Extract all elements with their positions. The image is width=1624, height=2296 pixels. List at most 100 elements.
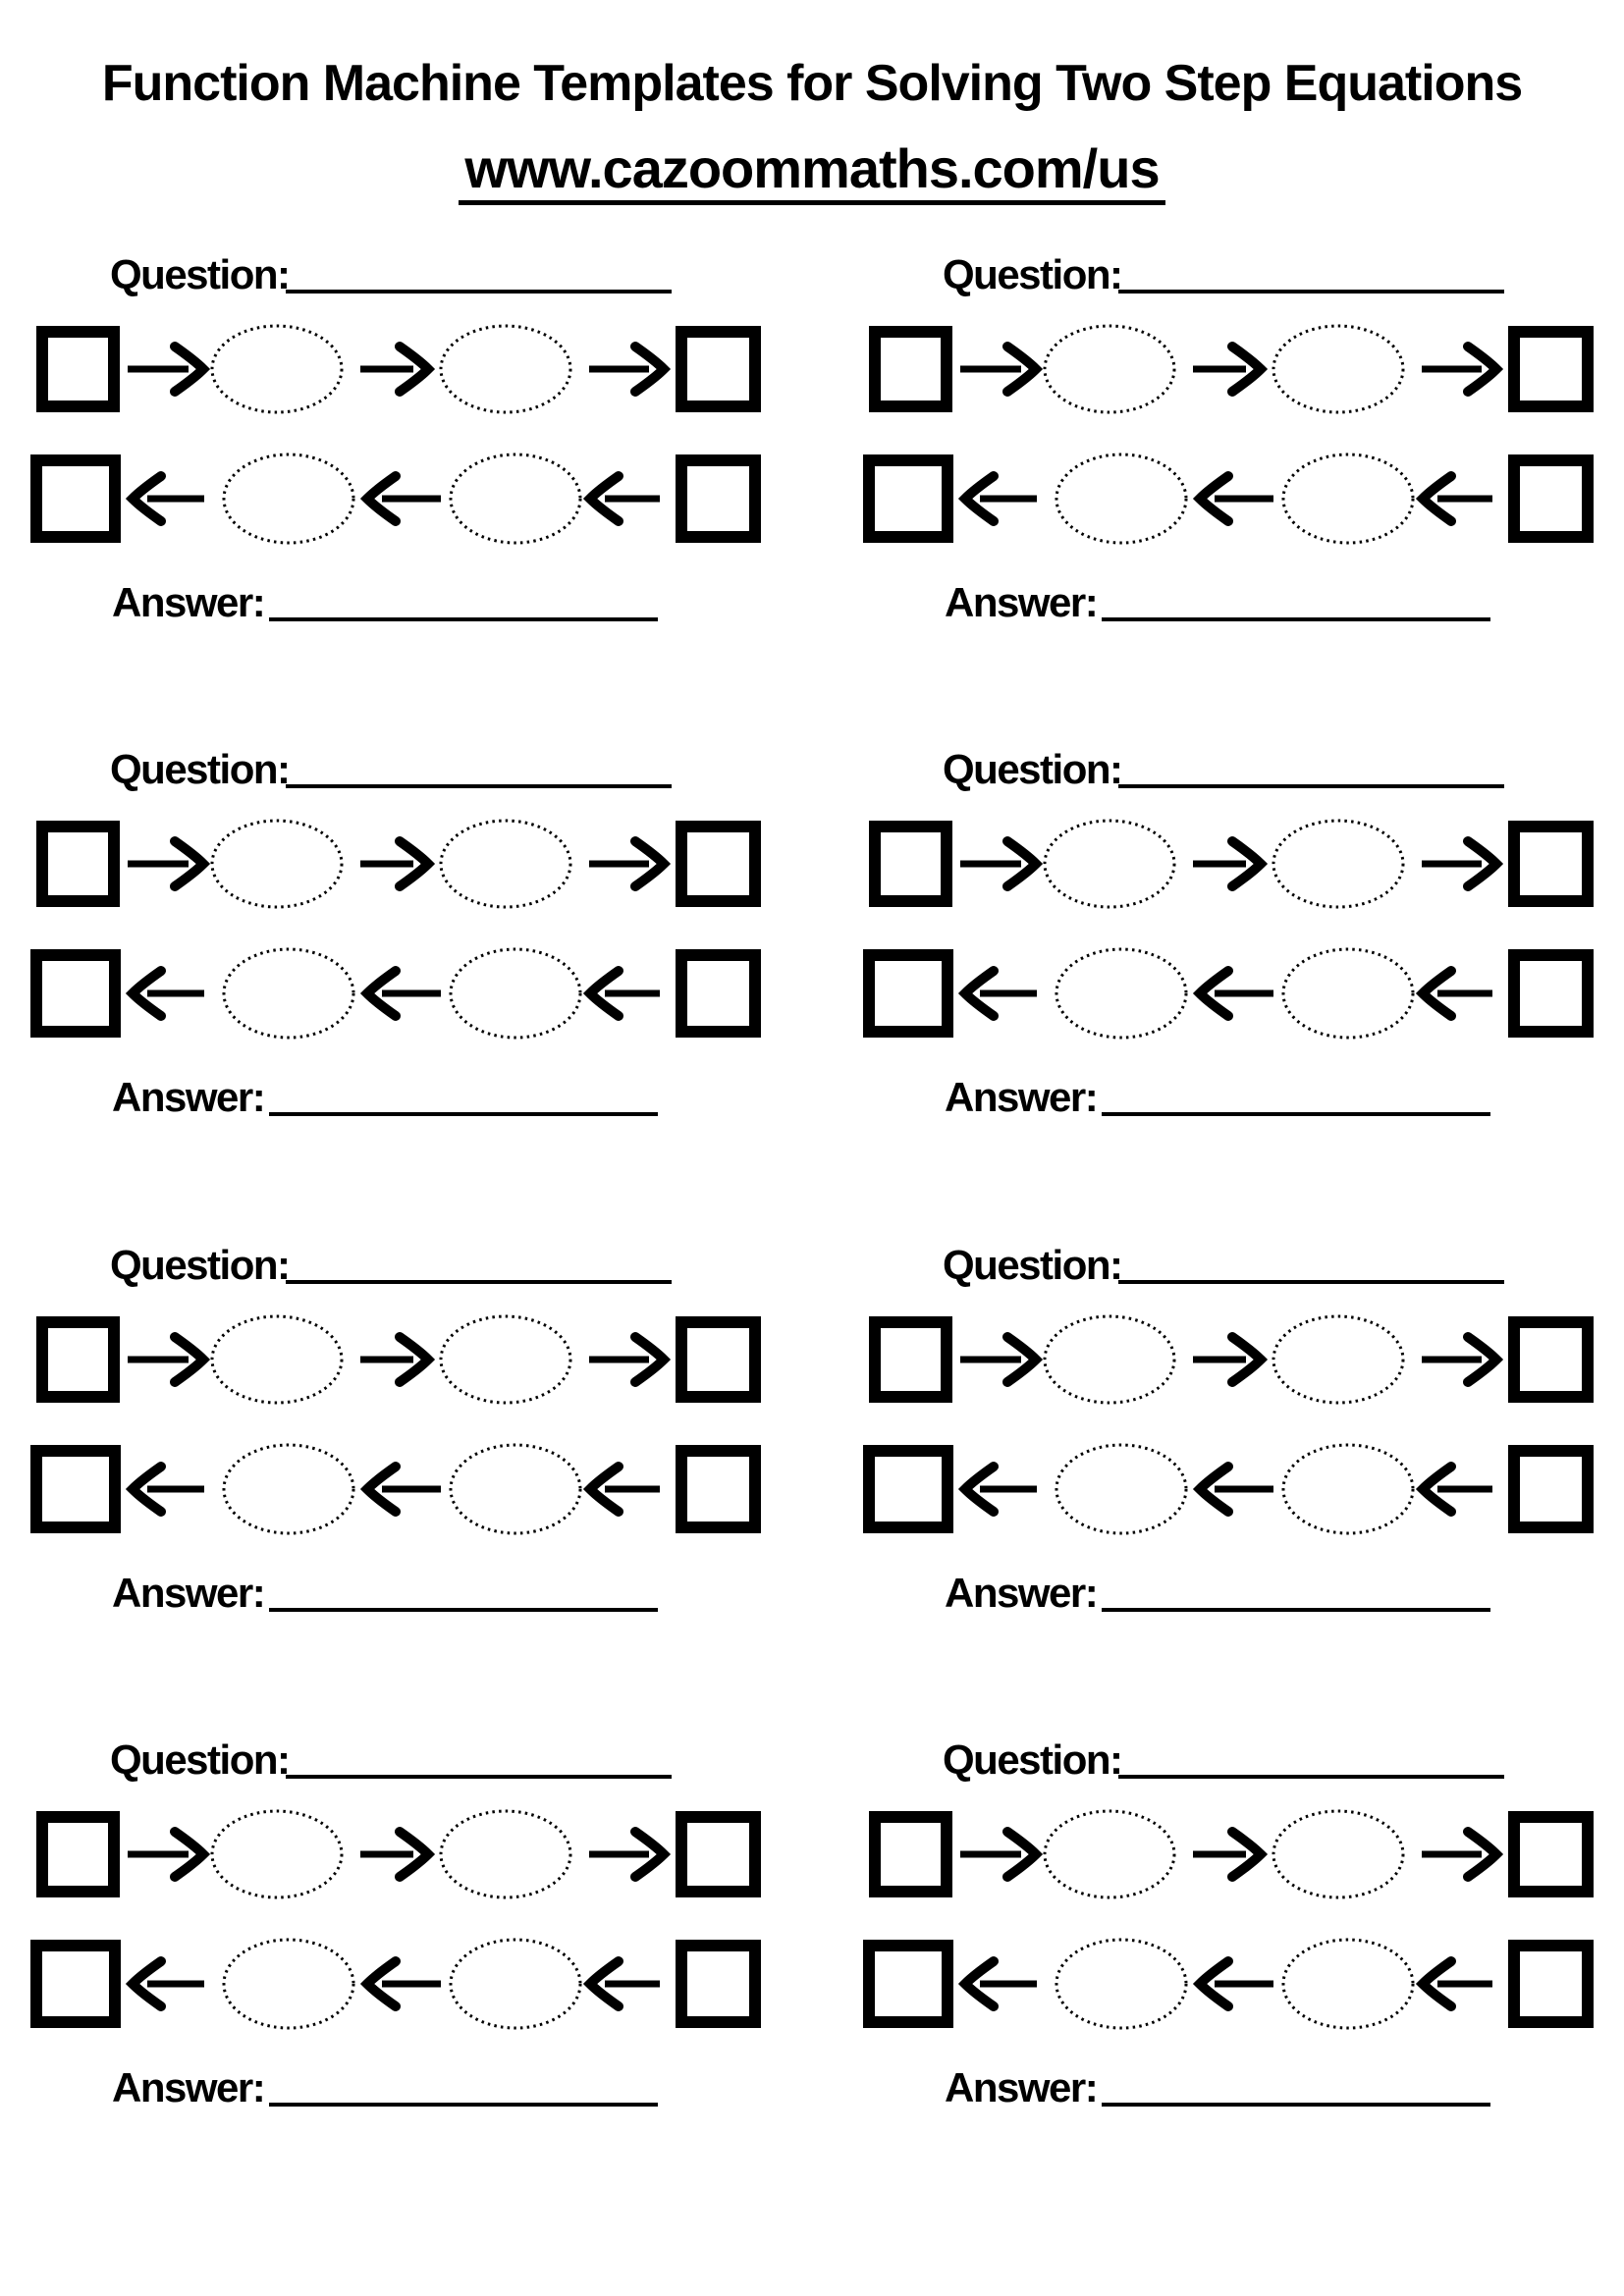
operation-ellipse [1055, 453, 1188, 545]
machine-backward-row [30, 947, 761, 1040]
output-box [863, 454, 953, 543]
arrow-right-icon [128, 836, 211, 891]
operation-ellipse [1281, 947, 1415, 1040]
arrow-left-icon [1192, 1462, 1273, 1517]
answer-label: Answer: [945, 1570, 1099, 1616]
input-box [869, 326, 952, 412]
input-box [676, 454, 761, 543]
arrow-right-icon [960, 836, 1044, 891]
arrow-left-icon [125, 966, 204, 1021]
machine-backward-row [863, 947, 1594, 1040]
question-blank-line [286, 1280, 672, 1284]
input-box [676, 949, 761, 1038]
question-blank-line [286, 1775, 672, 1779]
operation-ellipse [1281, 1938, 1415, 2030]
operation-ellipse [222, 453, 355, 545]
arrow-left-icon [582, 1462, 660, 1517]
output-box [1508, 326, 1594, 412]
arrow-right-icon [589, 836, 672, 891]
output-box [676, 821, 761, 907]
operation-ellipse [1272, 1314, 1405, 1405]
input-box [676, 1940, 761, 2028]
question-label: Question: [943, 251, 1123, 297]
output-box [30, 1940, 121, 2028]
operation-ellipse [1272, 819, 1405, 909]
operation-ellipse [449, 1443, 582, 1535]
operation-ellipse [1281, 453, 1415, 545]
operation-ellipse [210, 324, 344, 414]
operation-ellipse [1055, 947, 1188, 1040]
question-blank-line [1118, 1775, 1504, 1779]
arrow-right-icon [1193, 1332, 1269, 1387]
input-box [1508, 454, 1594, 543]
arrow-right-icon [960, 342, 1044, 397]
operation-ellipse [1043, 1314, 1176, 1405]
page-title: Function Machine Templates for Solving T… [101, 55, 1523, 112]
output-box [1508, 1811, 1594, 1897]
answer-blank-line [269, 2103, 658, 2107]
arrow-left-icon [1415, 471, 1492, 526]
operation-ellipse [1055, 1938, 1188, 2030]
machine-forward-row [36, 819, 761, 909]
operation-ellipse [1043, 1809, 1176, 1899]
arrow-left-icon [359, 1462, 441, 1517]
question-label: Question: [110, 1736, 291, 1783]
output-box [676, 1316, 761, 1403]
output-box [30, 1445, 121, 1533]
answer-label: Answer: [945, 1074, 1099, 1120]
arrow-right-icon [360, 836, 436, 891]
machine-backward-row [863, 1938, 1594, 2030]
question-blank-line [1118, 290, 1504, 294]
input-box [36, 821, 120, 907]
answer-label: Answer: [112, 579, 266, 625]
output-box [1508, 821, 1594, 907]
answer-blank-line [269, 617, 658, 621]
arrow-left-icon [957, 1956, 1037, 2011]
output-box [30, 949, 121, 1038]
arrow-left-icon [582, 966, 660, 1021]
operation-ellipse [1281, 1443, 1415, 1535]
arrow-right-icon [589, 342, 672, 397]
arrow-right-icon [1422, 342, 1504, 397]
arrow-right-icon [1193, 1827, 1269, 1882]
output-box [676, 326, 761, 412]
function-machine-template: Question: [860, 1242, 1595, 1629]
site-url-row: www.cazoommaths.com/us [0, 139, 1624, 205]
question-blank-line [286, 784, 672, 788]
machine-forward-row [36, 1809, 761, 1899]
answer-label: Answer: [112, 1074, 266, 1120]
answer-blank-line [1102, 1112, 1490, 1116]
operation-ellipse [439, 819, 572, 909]
function-machine-template: Question: [27, 1242, 762, 1629]
question-label: Question: [943, 1242, 1123, 1288]
operation-ellipse [222, 947, 355, 1040]
input-box [676, 1445, 761, 1533]
operation-ellipse [1043, 819, 1176, 909]
question-label: Question: [110, 746, 291, 792]
output-box [676, 1811, 761, 1897]
input-box [869, 1811, 952, 1897]
operation-ellipse [1043, 324, 1176, 414]
function-machine-template: Question: [27, 251, 762, 638]
input-box [1508, 1940, 1594, 2028]
arrow-left-icon [1415, 1462, 1492, 1517]
machine-backward-row [30, 453, 761, 545]
arrow-right-icon [128, 1332, 211, 1387]
answer-blank-line [269, 1608, 658, 1612]
operation-ellipse [439, 1809, 572, 1899]
input-box [36, 1316, 120, 1403]
operation-ellipse [1272, 324, 1405, 414]
operation-ellipse [210, 1809, 344, 1899]
site-url: www.cazoommaths.com/us [459, 139, 1165, 205]
operation-ellipse [210, 819, 344, 909]
input-box [1508, 949, 1594, 1038]
arrow-right-icon [128, 1827, 211, 1882]
output-box [1508, 1316, 1594, 1403]
arrow-right-icon [960, 1827, 1044, 1882]
machine-backward-row [863, 453, 1594, 545]
arrow-right-icon [360, 1332, 436, 1387]
machine-forward-row [36, 324, 761, 414]
arrow-right-icon [1422, 1332, 1504, 1387]
machine-forward-row [869, 1809, 1594, 1899]
